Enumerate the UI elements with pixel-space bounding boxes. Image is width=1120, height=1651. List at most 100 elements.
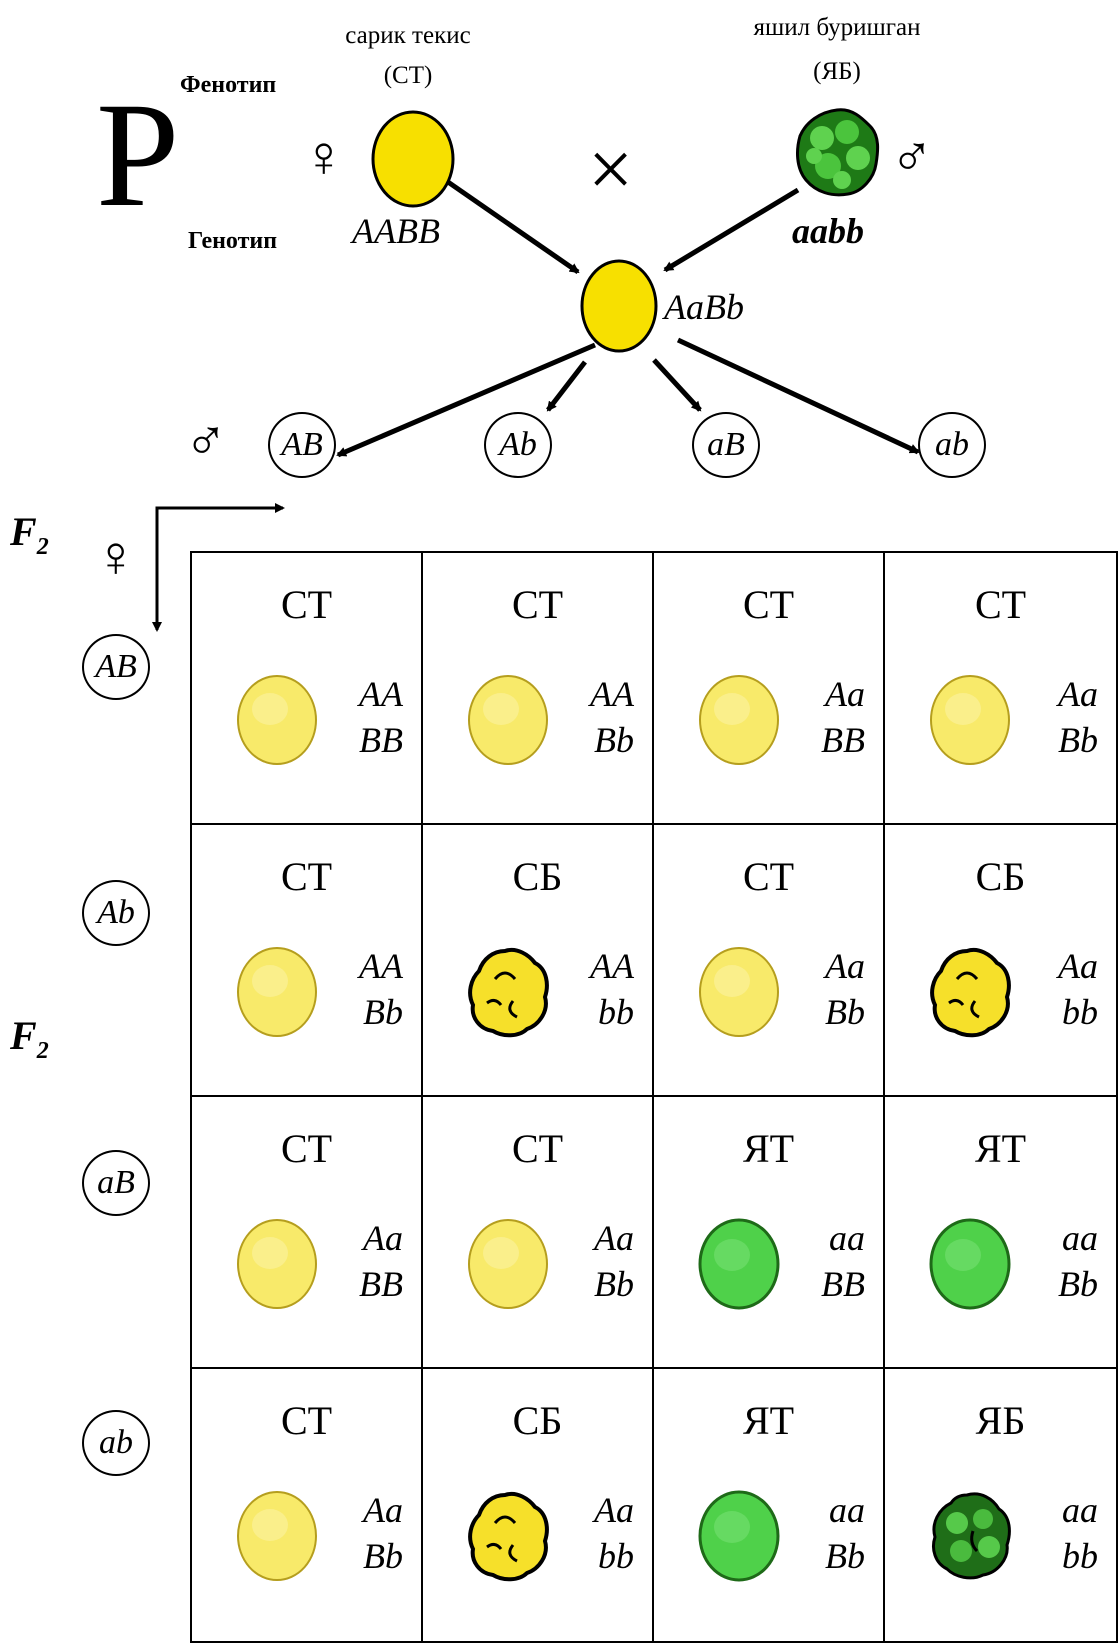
male-phenotype-label: яшил буришган — [753, 14, 921, 41]
cell-genotype-b: Bb — [594, 720, 634, 760]
cell-phenotype: СТ — [511, 582, 564, 627]
female-symbol-gametes: ♀ — [94, 524, 138, 589]
cell-genotype-a: AA — [359, 946, 403, 986]
female-gamete-aB: aB — [82, 1150, 150, 1216]
cell-phenotype: ЯТ — [742, 1398, 795, 1443]
f2-label-top: F2 — [10, 508, 49, 561]
f2-label-middle-letter: F — [10, 1013, 37, 1058]
cell-seed-yellow-wrinkled — [927, 945, 1013, 1039]
cell-genotype-a: Aa — [825, 946, 865, 986]
f2-label-top-sub: 2 — [36, 534, 49, 560]
male-phenotype-abbr: (ЯБ) — [813, 58, 861, 85]
male-gamete-ab: ab — [918, 412, 986, 478]
female-gamete-AB: AB — [82, 634, 150, 700]
cell-genotype-a: aa — [829, 1490, 865, 1530]
cell-genotype: aa bb — [1062, 1487, 1098, 1579]
cell-genotype-a: Aa — [825, 674, 865, 714]
cell-genotype-b: bb — [598, 992, 634, 1032]
cell-phenotype: СТ — [280, 1126, 333, 1171]
cell-phenotype: СТ — [280, 582, 333, 627]
cell-seed-green-smooth — [696, 1489, 782, 1583]
f1-to-ab-arrow — [676, 337, 920, 455]
cell-seed-yellow-smooth — [696, 673, 782, 767]
female-phenotype-label: сарик текис — [345, 22, 471, 49]
genotype-row-label: Генотип — [188, 228, 278, 254]
male-gamete-aB: aB — [692, 412, 760, 478]
cell-seed-yellow-smooth — [234, 1489, 320, 1583]
female-gamete-ab: ab — [82, 1410, 150, 1476]
cell-seed-green-smooth — [927, 1217, 1013, 1311]
cell-seed-yellow-smooth — [465, 1217, 551, 1311]
cell-genotype-a: Aa — [363, 1218, 403, 1258]
cell-genotype-b: BB — [359, 720, 403, 760]
cell-seed-yellow-smooth — [465, 673, 551, 767]
cell-genotype-a: aa — [1062, 1490, 1098, 1530]
female-phenotype-abbr: (СТ) — [383, 62, 433, 89]
f1-to-Ab-arrow — [546, 360, 587, 412]
cell-genotype-b: bb — [1062, 1536, 1098, 1576]
cross-arrows — [152, 179, 920, 632]
cell-seed-yellow-smooth — [696, 945, 782, 1039]
female-symbol-parent: ♀ — [302, 124, 346, 189]
cell-seed-yellow-wrinkled — [465, 1489, 551, 1583]
punnett-cell: СБ Aa bb — [423, 1369, 654, 1641]
cell-phenotype: ЯТ — [974, 1126, 1027, 1171]
cell-genotype-a: Aa — [594, 1490, 634, 1530]
cell-phenotype: СТ — [742, 582, 795, 627]
cell-seed-yellow-smooth — [234, 945, 320, 1039]
cell-seed-yellow-smooth — [234, 673, 320, 767]
cell-genotype-b: BB — [359, 1264, 403, 1304]
cell-phenotype: СБ — [512, 1398, 563, 1443]
generation-p-label: P — [96, 72, 180, 238]
cell-phenotype: СБ — [975, 854, 1026, 899]
cell-genotype-b: Bb — [363, 1536, 403, 1576]
female-gamete-Ab: Ab — [82, 880, 150, 946]
punnett-cell: СТ AA Bb — [192, 825, 423, 1097]
cell-phenotype: СТ — [280, 1398, 333, 1443]
male-gamete-Ab: Ab — [484, 412, 552, 478]
cell-genotype-b: Bb — [825, 992, 865, 1032]
cell-seed-yellow-smooth — [234, 1217, 320, 1311]
male-parent-seed — [796, 108, 880, 197]
cell-genotype-b: Bb — [363, 992, 403, 1032]
cell-phenotype: СТ — [511, 1126, 564, 1171]
cell-phenotype: СТ — [280, 854, 333, 899]
cell-genotype-a: aa — [1062, 1218, 1098, 1258]
cell-genotype-b: bb — [1062, 992, 1098, 1032]
f1-to-AB-arrow — [336, 342, 596, 458]
male-gamete-AB: AB — [268, 412, 336, 478]
cell-phenotype: ЯТ — [742, 1126, 795, 1171]
f1-genotype: AaBb — [664, 287, 744, 327]
cell-seed-yellow-wrinkled — [465, 945, 551, 1039]
cell-genotype: AA Bb — [359, 943, 403, 1035]
cell-genotype-b: bb — [598, 1536, 634, 1576]
male-to-f1-arrow — [663, 187, 800, 273]
cell-seed-green-wrinkled — [927, 1489, 1013, 1583]
cell-seed-yellow-smooth — [927, 673, 1013, 767]
phenotype-row-label: Фенотип — [180, 72, 277, 98]
cell-genotype-b: Bb — [594, 1264, 634, 1304]
cell-genotype-b: BB — [821, 720, 865, 760]
cell-genotype-b: Bb — [1058, 1264, 1098, 1304]
cell-genotype-a: aa — [829, 1218, 865, 1258]
